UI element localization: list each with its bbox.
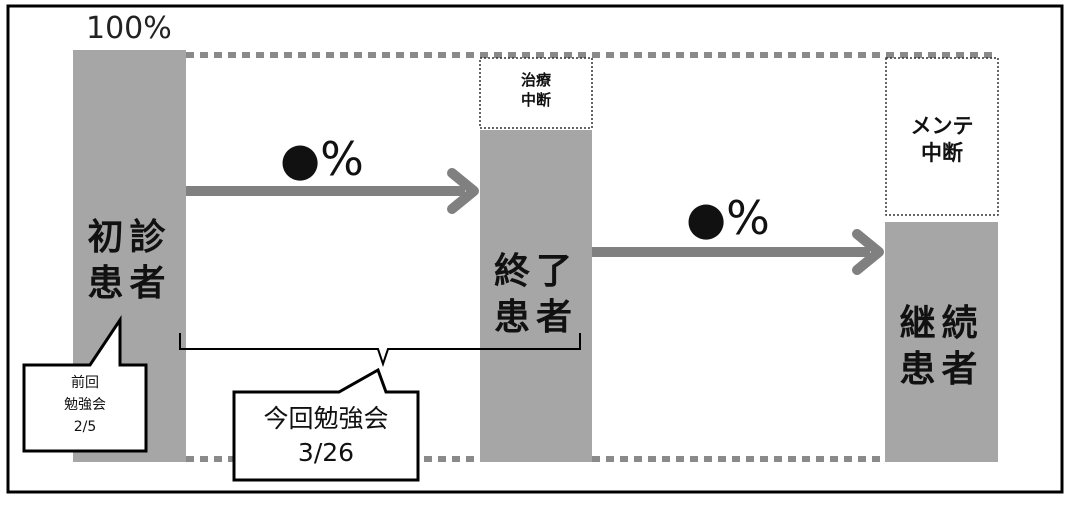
outer-frame [6, 4, 1064, 494]
previous-session-text: 前回 勉強会 2/5 [64, 375, 106, 435]
treatment-dropout-label: 治療 中断 [520, 71, 551, 109]
previous-session-callout-shape [22, 315, 148, 453]
arrow-completed-to-continuing [592, 229, 884, 275]
completed-patients-bar [480, 130, 592, 462]
maintenance-dropout-label: メンテ 中断 [910, 114, 974, 165]
first-rate-label: ●% [280, 132, 364, 186]
top-percent-label: 100% [86, 11, 172, 46]
current-session-text: 今回勉強会 3/26 [263, 404, 389, 467]
maintenance-dropout-box [885, 57, 999, 216]
arrow-initial-to-completed [186, 168, 479, 214]
continuing-patients-bar [885, 222, 998, 462]
initial-patients-label: 初診 患者 [87, 217, 172, 304]
period-brace [179, 333, 581, 368]
second-rate-label: ●% [686, 191, 770, 245]
current-session-callout-shape [232, 367, 420, 482]
completed-patients-label: 終了 患者 [493, 251, 578, 338]
treatment-dropout-box [479, 57, 593, 129]
continuing-patients-label: 継続 患者 [899, 303, 984, 390]
